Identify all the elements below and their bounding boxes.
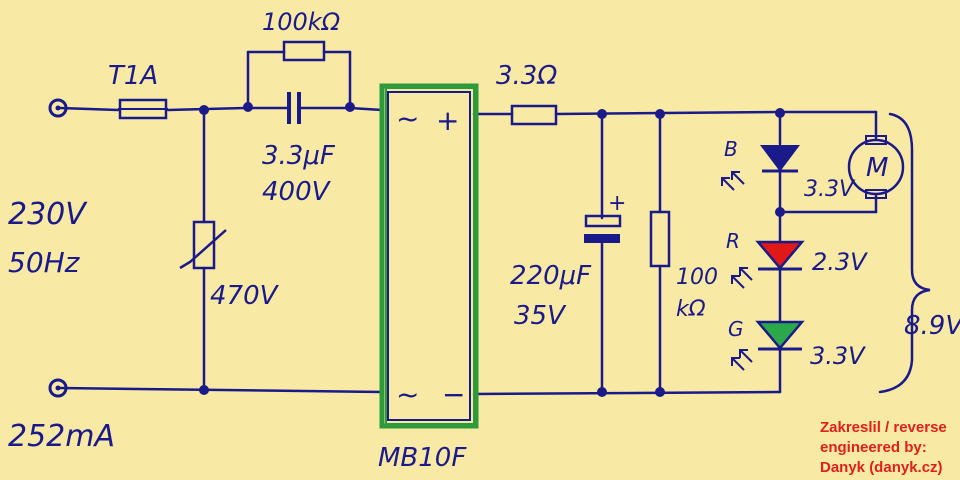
label-input-current: 252mA <box>8 419 115 454</box>
bridge-rectifier-symbol <box>379 83 479 429</box>
led-green-symbol <box>731 320 805 371</box>
junction-dots <box>199 102 785 397</box>
resistor-bleeder-symbol <box>649 210 671 268</box>
label-total-voltage: 8.9V <box>904 311 960 341</box>
label-led-g-voltage: 3.3V <box>810 342 866 370</box>
label-motor: M <box>866 153 888 183</box>
label-bridge-name: MB10F <box>378 443 467 473</box>
label-resistor-100k: 100kΩ <box>262 8 341 36</box>
electrolytic-capacitor-symbol <box>584 214 622 243</box>
label-bridge-minus: − <box>442 378 465 411</box>
credit-line-1: Zakreslil / reverse <box>820 419 947 436</box>
wires <box>58 50 931 396</box>
label-cap-voltage: 400V <box>262 177 332 207</box>
label-led-r-voltage: 2.3V <box>812 248 868 276</box>
motor-symbol <box>847 135 905 199</box>
led-blue-symbol <box>721 145 800 191</box>
capacitor-symbol <box>287 92 301 124</box>
label-bridge-plus: + <box>436 104 459 137</box>
label-input-frequency: 50Hz <box>8 246 81 279</box>
label-input-voltage: 230V <box>8 197 88 232</box>
label-led-b-voltage: 3.3V <box>804 177 856 202</box>
label-led-r-letter: R <box>726 229 740 253</box>
resistor-100k-symbol <box>282 40 326 62</box>
label-elcap-plus: + <box>608 191 626 216</box>
label-cap-value: 3.3μF <box>262 141 336 171</box>
credit-line-2: engineered by: <box>820 439 927 456</box>
label-varistor: 470V <box>210 281 280 311</box>
credit-line-3: Danyk (danyk.cz) <box>820 459 943 476</box>
label-led-b-letter: B <box>724 137 738 161</box>
varistor-symbol <box>179 220 227 270</box>
led-red-symbol <box>731 240 805 289</box>
label-elcap-voltage: 35V <box>514 301 567 331</box>
label-bleeder-value-2: kΩ <box>676 297 706 322</box>
label-led-g-letter: G <box>728 317 744 341</box>
label-elcap-value: 220μF <box>510 261 592 291</box>
input-terminals <box>48 98 68 398</box>
resistor-3.3-symbol <box>510 104 558 126</box>
label-fuse: T1A <box>108 61 158 91</box>
label-series-resistor: 3.3Ω <box>496 61 557 91</box>
label-bleeder-value-1: 100 <box>676 265 718 290</box>
label-bridge-ac-top: ~ <box>396 102 419 135</box>
label-bridge-ac-bottom: ~ <box>396 378 419 411</box>
